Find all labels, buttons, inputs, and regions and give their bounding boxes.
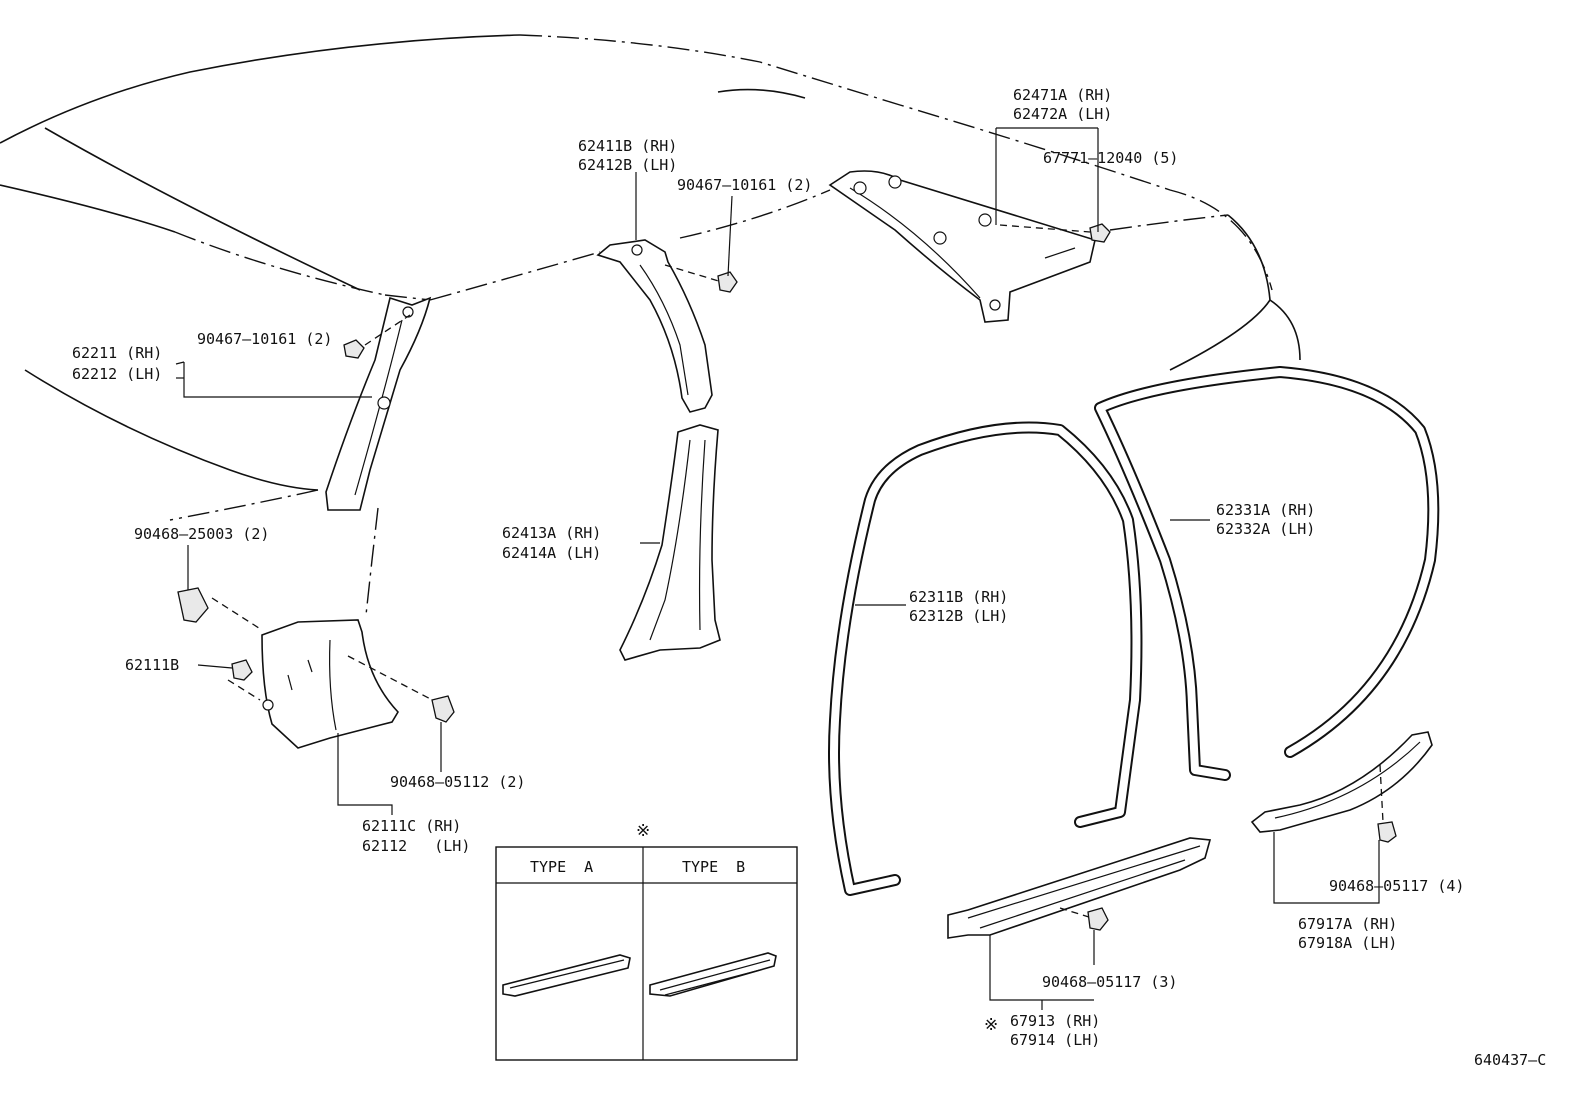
label-kick-clip-a: 90468–25003 (2) — [134, 525, 269, 543]
label-center-pillar-lower-lh: 62414A (LH) — [502, 544, 601, 562]
label-center-pillar-upper-rh: 62411B (RH) — [578, 137, 677, 155]
label-kick-clip-b: 90468–05112 (2) — [390, 773, 525, 791]
label-inset-mark: ※ — [636, 821, 650, 841]
label-front-pillar-lh: 62212 (LH) — [72, 365, 162, 383]
label-front-pillar-rh: 62211 (RH) — [72, 344, 162, 362]
label-front-clip: 90467–10161 (2) — [197, 330, 332, 348]
label-rear-weatherstrip-lh: 62332A (LH) — [1216, 520, 1315, 538]
rear-door-weatherstrip — [1094, 366, 1440, 781]
roof-side-rail-garnish — [828, 170, 1096, 323]
body-outline — [0, 34, 1301, 616]
rear-scuff-plate — [1250, 731, 1433, 833]
label-front-weatherstrip-rh: 62311B (RH) — [909, 588, 1008, 606]
part-labels: 62471A (RH) 62472A (LH) 67771–12040 (5) … — [72, 86, 1546, 1069]
label-center-clip: 90467–10161 (2) — [677, 176, 812, 194]
label-roof-side-rail-lh: 62472A (LH) — [1013, 105, 1112, 123]
roof-clip-icon — [1089, 223, 1111, 243]
type-b-scuff-icon — [649, 952, 777, 997]
front-scuff-clip-icon — [1087, 907, 1109, 931]
rear-scuff-clip-icon — [1377, 821, 1397, 843]
front-clip-icon — [343, 339, 365, 359]
kick-fastener-icon — [231, 659, 253, 681]
label-center-pillar-upper-lh: 62412B (LH) — [578, 156, 677, 174]
label-rear-weatherstrip-rh: 62331A (RH) — [1216, 501, 1315, 519]
center-pillar-lower-garnish — [619, 424, 721, 661]
front-scuff-plate — [947, 837, 1212, 939]
front-door-weatherstrip — [828, 421, 1143, 896]
label-roof-side-rail-rh: 62471A (RH) — [1013, 86, 1112, 104]
kick-clip-a-icon — [177, 587, 209, 623]
label-cowl-side-rh: 62111C (RH) — [362, 817, 461, 835]
label-front-scuff-rh: 67913 (RH) — [1010, 1012, 1100, 1030]
type-a-scuff-icon — [502, 954, 631, 997]
type-inset-box — [495, 846, 798, 1061]
label-front-scuff-lh: 67914 (LH) — [1010, 1031, 1100, 1049]
label-rear-scuff-rh: 67917A (RH) — [1298, 915, 1397, 933]
leader-lines — [175, 127, 1380, 1010]
label-roof-clip: 67771–12040 (5) — [1043, 149, 1178, 167]
label-type-a: TYPE A — [530, 858, 593, 876]
label-cowl-side-lh: 62112 (LH) — [362, 837, 470, 855]
label-front-scuff-mark: ※ — [984, 1015, 998, 1035]
kick-clip-b-icon — [431, 695, 455, 723]
label-kick-fastener: 62111B — [125, 656, 179, 674]
diagram-code: 640437–C — [1474, 1051, 1546, 1069]
front-pillar-garnish — [325, 296, 432, 511]
label-rear-scuff-lh: 67918A (LH) — [1298, 934, 1397, 952]
cowl-side-trim — [261, 619, 399, 749]
label-front-scuff-clip: 90468–05117 (3) — [1042, 973, 1177, 991]
label-type-b: TYPE B — [682, 858, 745, 876]
label-rear-scuff-clip: 90468–05117 (4) — [1329, 877, 1464, 895]
label-center-pillar-lower-rh: 62413A (RH) — [502, 524, 601, 542]
label-front-weatherstrip-lh: 62312B (LH) — [909, 607, 1008, 625]
center-pillar-upper-garnish — [596, 239, 713, 413]
